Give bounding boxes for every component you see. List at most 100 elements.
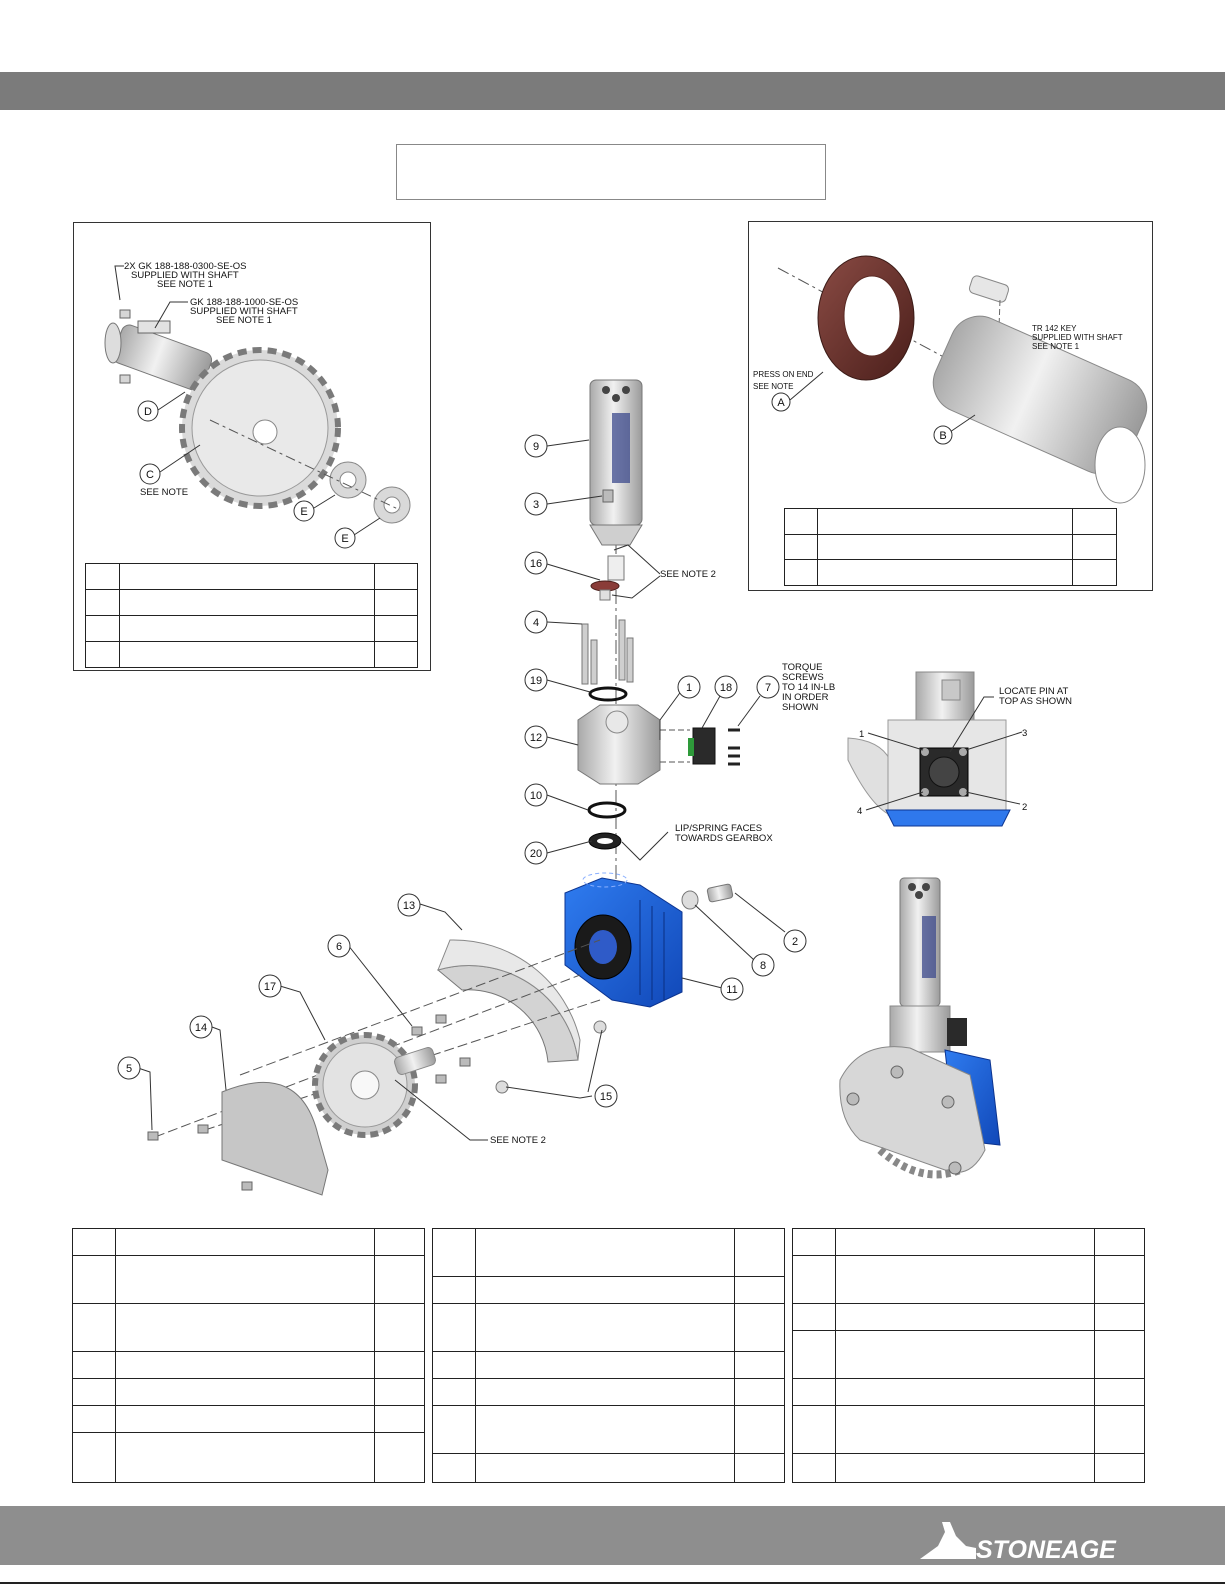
nut-15-drawing [593, 1020, 607, 1034]
callout-b: B [933, 425, 953, 445]
leader-line [949, 414, 976, 433]
callout-a: A [771, 392, 791, 412]
leader-line [211, 1026, 227, 1091]
svg-text:D: D [144, 406, 152, 418]
see-note-2-lower: SEE NOTE 2 [490, 1135, 546, 1146]
callout-8: 8 [751, 953, 775, 977]
svg-text:1: 1 [686, 682, 692, 694]
svg-text:12: 12 [530, 732, 542, 744]
callout-18: 18 [714, 675, 738, 699]
o-ring-19-drawing [588, 686, 628, 702]
see-note-2-upper: SEE NOTE 2 [660, 569, 716, 580]
svg-text:15: 15 [600, 1091, 612, 1103]
leader-line [659, 689, 683, 740]
screw-4-drawing [626, 637, 634, 683]
key-long-drawing [137, 320, 171, 334]
callout-16: 16 [524, 551, 548, 575]
leader-line [394, 1079, 488, 1141]
callout-19: 19 [524, 668, 548, 692]
screw-6-drawing [411, 1026, 423, 1036]
table-row [72, 1351, 425, 1379]
brand-wordmark: STONEAGE [976, 1536, 1117, 1564]
table-row [72, 1255, 425, 1304]
table-row [432, 1405, 785, 1454]
table-row [85, 641, 418, 668]
svg-text:C: C [146, 469, 154, 481]
table-row [792, 1330, 1145, 1379]
table-row [784, 559, 1117, 586]
table-row [72, 1378, 425, 1406]
screw-5-drawing [147, 1131, 159, 1141]
centerline [209, 419, 401, 511]
leader-line [701, 695, 721, 729]
key-small-drawing [119, 309, 131, 319]
table-row [792, 1453, 1145, 1483]
shaft-seal-drawing [607, 555, 625, 581]
header-bar [0, 72, 1225, 110]
housing-12-drawing [577, 704, 661, 785]
callout-e-2: E [334, 527, 356, 549]
leader-line [419, 903, 463, 931]
leader-line [347, 944, 413, 1027]
table-row [432, 1453, 785, 1483]
table-row [792, 1303, 1145, 1331]
svg-text:E: E [300, 506, 307, 518]
leader-line [694, 904, 755, 961]
leader-line [154, 301, 188, 329]
leader-line [279, 985, 326, 1041]
cover-14-drawing [221, 1082, 329, 1196]
table-row [72, 1432, 425, 1483]
leader-line [546, 495, 603, 505]
bearing-bore [843, 275, 901, 357]
table-row [432, 1303, 785, 1352]
svg-text:13: 13 [403, 900, 415, 912]
leader-line [681, 977, 723, 989]
svg-text:3: 3 [533, 499, 539, 511]
sprocket-parts-table [85, 563, 418, 668]
callout-15: 15 [594, 1084, 618, 1108]
leader-line [546, 621, 583, 625]
callout-12: 12 [524, 725, 548, 749]
svg-text:9: 9 [533, 441, 539, 453]
sprocket-bore [252, 419, 278, 445]
screw-order-4: 4 [857, 806, 862, 817]
screw-4-drawing [618, 619, 626, 681]
svg-text:2: 2 [792, 936, 798, 948]
callout-7: 7 [756, 675, 780, 699]
leader-line [546, 794, 589, 811]
screw-order-1: 1 [859, 729, 864, 740]
callout-e-1: E [293, 500, 315, 522]
svg-text:6: 6 [336, 941, 342, 953]
leader-line [546, 679, 591, 693]
svg-text:20: 20 [530, 848, 542, 860]
callout-d: D [137, 400, 159, 422]
bottom-rule [0, 1582, 1225, 1584]
svg-text:16: 16 [530, 558, 542, 570]
screw-4-drawing [590, 639, 598, 685]
svg-text:14: 14 [195, 1022, 207, 1034]
leader-line [734, 892, 786, 933]
callout-5: 5 [117, 1056, 141, 1080]
shaft-parts-table [784, 508, 1117, 586]
leader-line [159, 444, 201, 473]
leader-line [737, 695, 761, 727]
callout-13: 13 [397, 893, 421, 917]
svg-text:11: 11 [726, 984, 737, 996]
svg-text:10: 10 [530, 790, 542, 802]
centerline [239, 939, 601, 1076]
leader-line [546, 563, 601, 581]
table-row [85, 589, 418, 616]
callout-14: 14 [189, 1015, 213, 1039]
callout-9: 9 [524, 434, 548, 458]
rock-icon [920, 1522, 976, 1559]
leader-line [546, 736, 579, 746]
leader-line [353, 517, 381, 536]
